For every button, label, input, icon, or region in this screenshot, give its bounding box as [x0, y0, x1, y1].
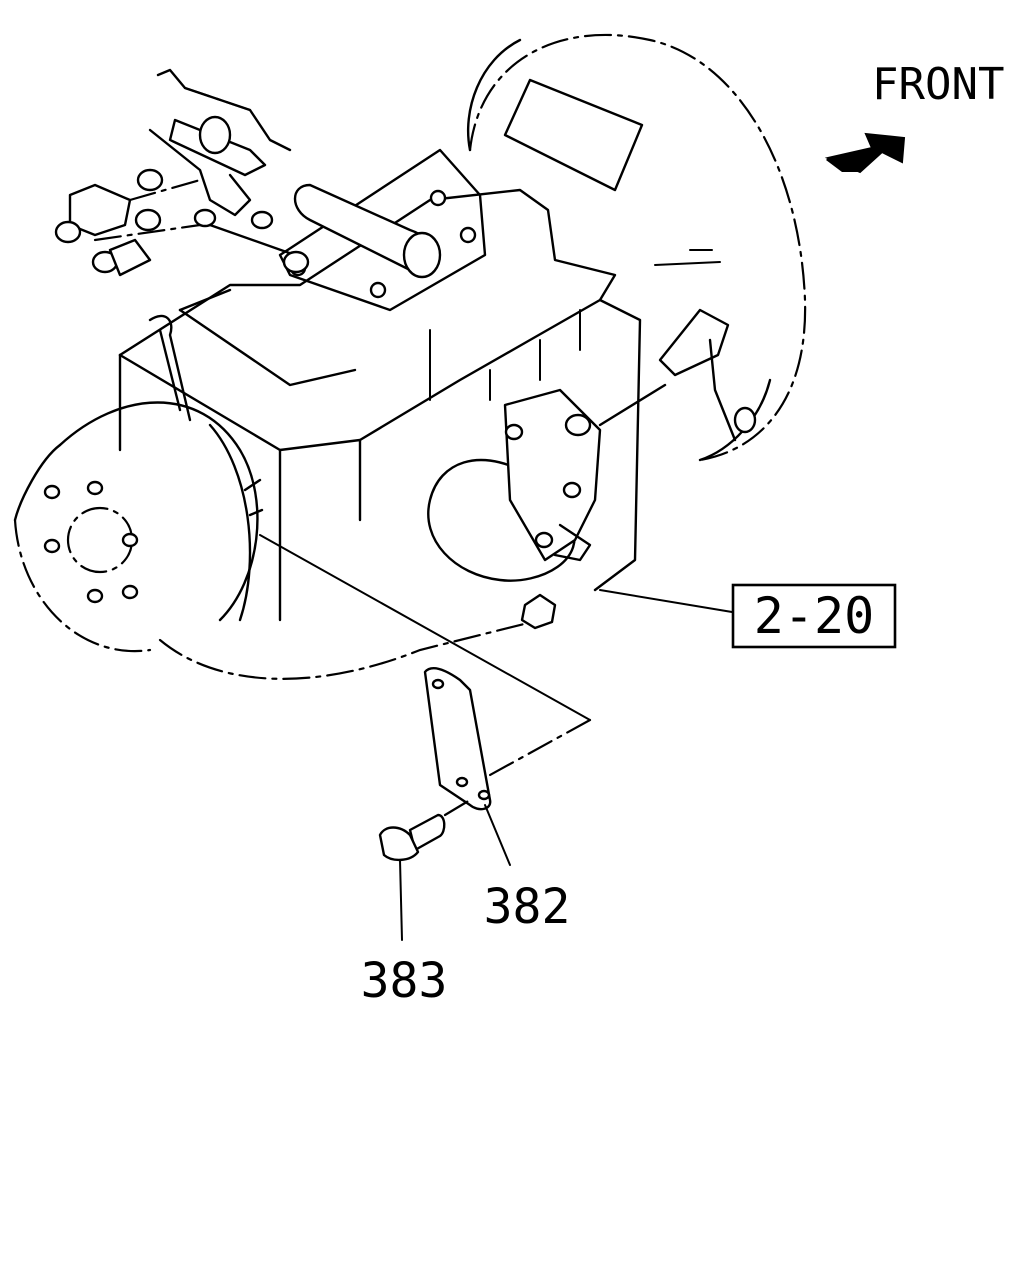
- transmission-case: [118, 188, 642, 680]
- output-flange: [13, 401, 591, 721]
- shift-cover: [278, 148, 487, 312]
- shift-linkage: [54, 68, 310, 277]
- front-indicator: FRONT: [824, 59, 1004, 174]
- case-bolt: [520, 589, 733, 630]
- starter-motor: [427, 308, 757, 582]
- callout-382[interactable]: 382: [484, 879, 571, 935]
- front-arrow-icon: [824, 132, 906, 174]
- bracket-382: 382: [423, 667, 592, 935]
- reference-box-label: 2-20: [754, 587, 874, 645]
- bolt-383: 383: [361, 798, 472, 1009]
- callout-383[interactable]: 383: [361, 953, 448, 1009]
- clutch-housing: [466, 33, 807, 462]
- reference-box[interactable]: 2-20: [731, 583, 897, 649]
- front-label: FRONT: [872, 59, 1004, 110]
